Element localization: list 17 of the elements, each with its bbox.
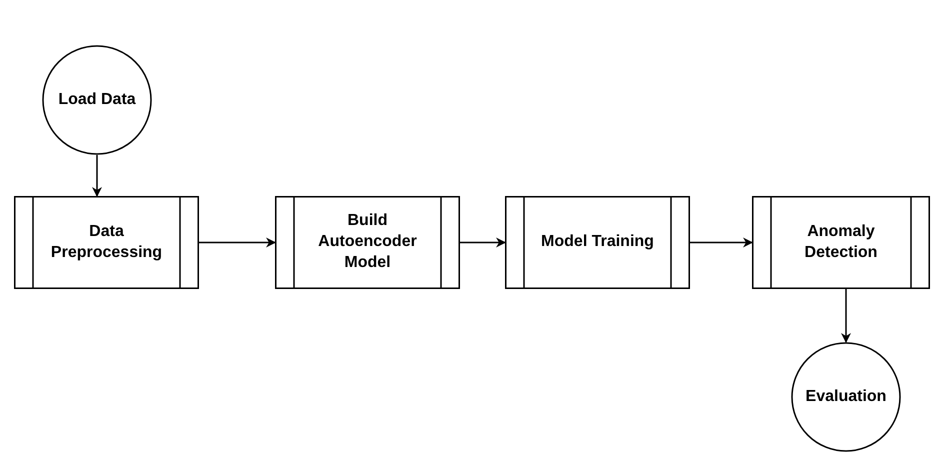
node-label: Data Preprocessing [50,222,164,262]
arrow [690,238,753,248]
terminal-circle [791,342,901,452]
node-label: Model Training [541,232,654,252]
arrow [460,238,506,248]
process-box [752,196,930,289]
terminal-circle [42,45,152,155]
process-box [275,196,460,289]
process-box [505,196,690,289]
process-box [14,196,199,289]
node-label: Anomaly Detection [804,222,878,262]
node-label: Load Data [58,90,136,110]
node-label: Build Autoencoder Model [317,211,418,273]
arrow [199,238,276,248]
arrow [841,289,851,343]
arrow [92,155,102,197]
node-label: Evaluation [806,386,886,407]
